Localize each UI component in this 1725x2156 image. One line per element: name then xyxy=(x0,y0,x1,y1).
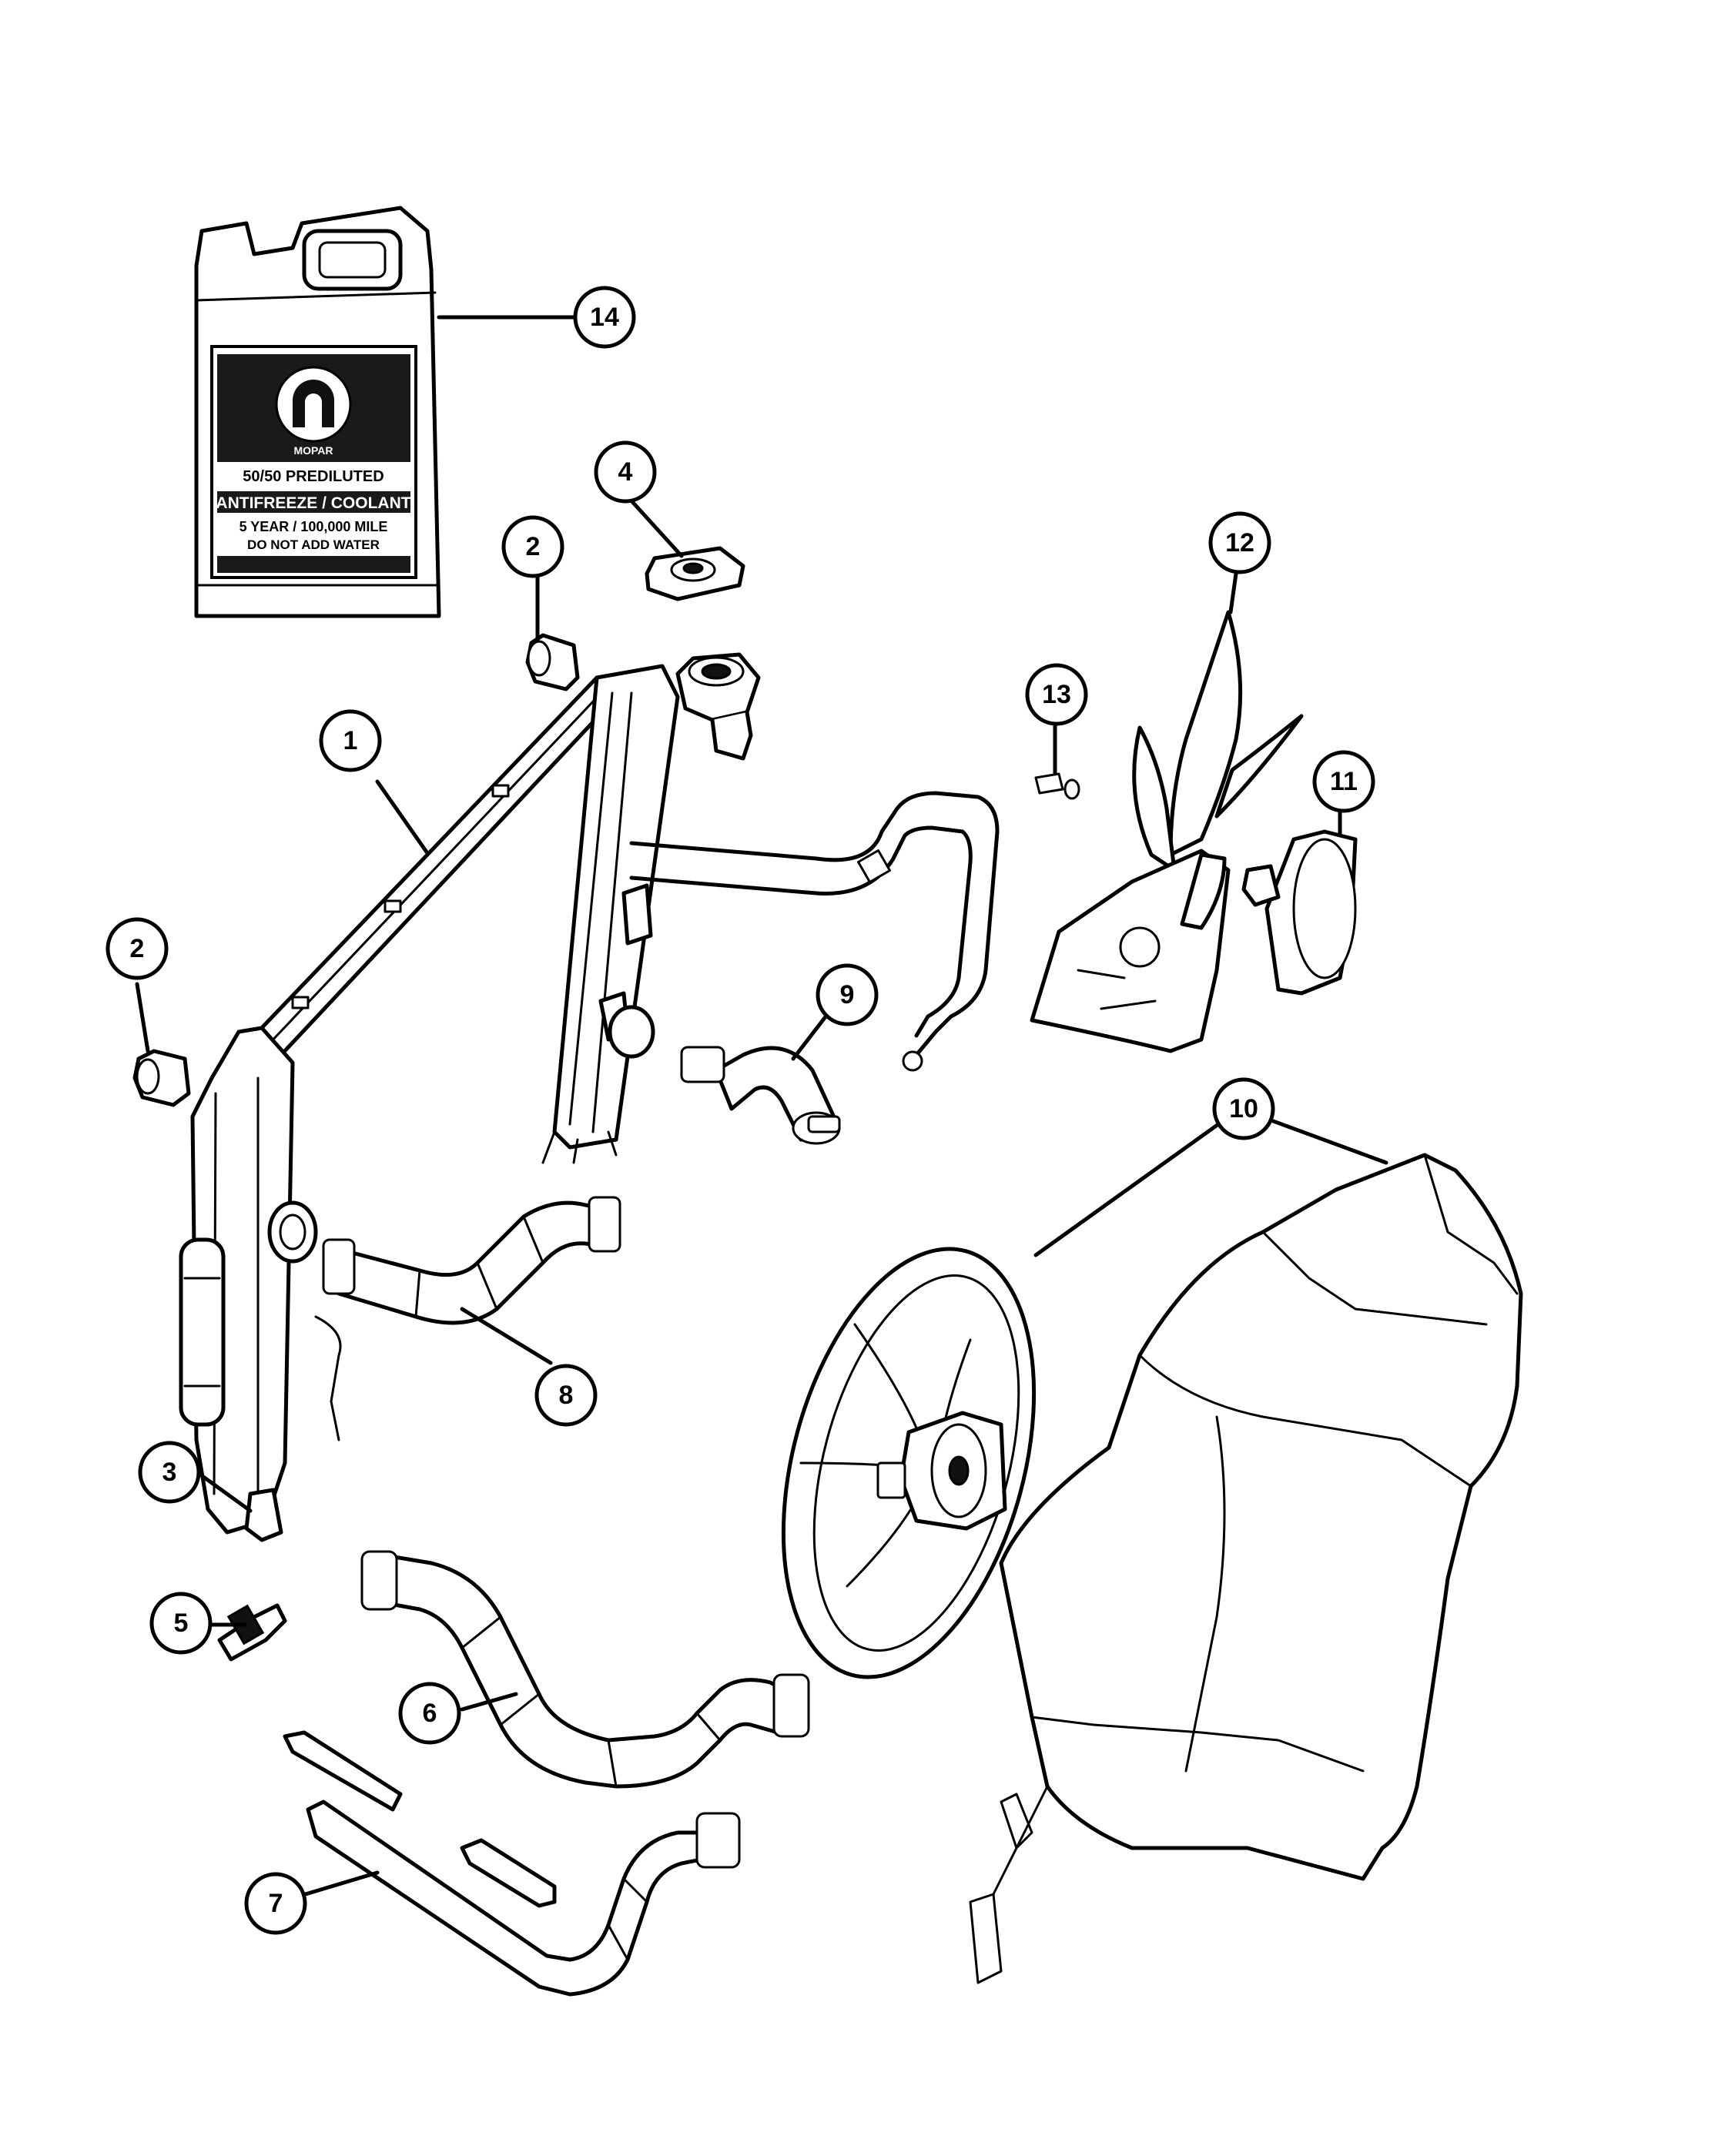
callout-10: 10 xyxy=(1212,1077,1275,1140)
callout-5: 5 xyxy=(149,1592,213,1655)
callout-3: 3 xyxy=(138,1441,201,1504)
callout-11: 11 xyxy=(1312,750,1375,813)
ac-line-inner xyxy=(629,825,973,1038)
svg-text:11: 11 xyxy=(1330,767,1358,796)
svg-text:3: 3 xyxy=(162,1458,177,1487)
bolt-13 xyxy=(1034,772,1080,800)
leader-6 xyxy=(460,1692,518,1712)
callout-1: 1 xyxy=(319,709,382,772)
leader-3 xyxy=(198,1472,253,1513)
leader-7 xyxy=(290,1870,380,1900)
jug-line-1: 50/50 PREDILUTED xyxy=(243,468,384,485)
callout-7: 7 xyxy=(244,1872,307,1935)
jug-line-2: ANTIFREEZE / COOLANT xyxy=(216,494,410,512)
svg-text:6: 6 xyxy=(423,1699,437,1728)
ac-fitting-joint xyxy=(857,849,891,883)
radiator-bracket-mid xyxy=(621,883,653,946)
callout-4: 4 xyxy=(594,440,657,504)
svg-text:13: 13 xyxy=(1042,680,1071,709)
callout-2-upper: 2 xyxy=(501,515,564,578)
svg-text:5: 5 xyxy=(174,1609,189,1638)
callout-13: 13 xyxy=(1025,663,1088,726)
radiator-cap xyxy=(645,546,745,601)
hose-8-bracket-line xyxy=(314,1315,342,1441)
svg-text:2: 2 xyxy=(130,934,145,963)
fan-blade-12 xyxy=(1030,610,1304,1053)
leader-1 xyxy=(375,779,430,855)
svg-text:14: 14 xyxy=(590,303,619,332)
jug-brand: MOPAR xyxy=(293,444,333,457)
callout-2-lower: 2 xyxy=(106,917,169,980)
coolant-jug: MOPAR 50/50 PREDILUTED ANTIFREEZE / COOL… xyxy=(194,206,441,618)
hose-6 xyxy=(360,1550,810,1789)
hose-8 xyxy=(322,1196,621,1325)
leader-2b xyxy=(135,982,150,1053)
ac-fitting xyxy=(902,1050,923,1072)
svg-text:10: 10 xyxy=(1229,1094,1258,1123)
callout-12: 12 xyxy=(1208,511,1271,574)
sensor-5 xyxy=(217,1603,287,1662)
leader-8 xyxy=(460,1307,553,1365)
svg-text:12: 12 xyxy=(1225,528,1254,557)
leader-12 xyxy=(1228,571,1238,614)
callout-9: 9 xyxy=(816,963,879,1026)
fan-shroud-10 xyxy=(781,1153,1523,1984)
svg-text:4: 4 xyxy=(618,457,633,487)
leader-4 xyxy=(625,494,684,558)
jug-line-4: DO NOT ADD WATER xyxy=(247,537,380,552)
jug-line-3: 5 YEAR / 100,000 MILE xyxy=(239,519,388,534)
radiator-tabs xyxy=(541,1130,618,1164)
svg-text:8: 8 xyxy=(559,1381,574,1410)
radiator-outlet xyxy=(608,1005,655,1059)
tube-7 xyxy=(283,1730,741,1997)
callout-6: 6 xyxy=(398,1682,461,1745)
radiator xyxy=(179,652,761,1542)
isolator-upper xyxy=(525,633,580,691)
svg-text:1: 1 xyxy=(343,726,358,755)
ac-line xyxy=(629,791,1000,1057)
svg-text:2: 2 xyxy=(526,532,541,561)
callout-8: 8 xyxy=(534,1364,598,1427)
hose-9 xyxy=(680,1046,841,1145)
callout-14: 14 xyxy=(573,286,636,349)
isolator-lower xyxy=(132,1049,191,1107)
fan-clutch-11 xyxy=(1241,829,1358,996)
svg-text:7: 7 xyxy=(269,1889,283,1918)
svg-text:9: 9 xyxy=(840,980,855,1009)
